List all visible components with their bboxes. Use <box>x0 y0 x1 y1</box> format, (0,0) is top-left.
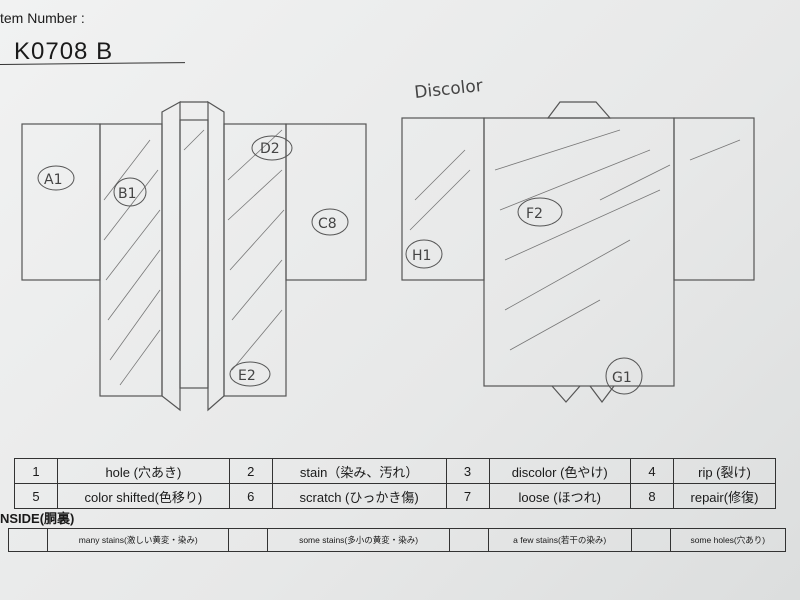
circle-f2 <box>517 197 563 227</box>
legend-number: 2 <box>228 458 273 484</box>
legend-number: 4 <box>629 458 674 484</box>
circle-d2 <box>251 135 293 161</box>
item-number-label: tem Number : <box>0 10 85 26</box>
inside-item: some stains(多小の黄変・染み) <box>267 528 450 552</box>
back-hem-left <box>551 385 581 403</box>
inside-checkbox-cell[interactable] <box>630 528 671 552</box>
legend-label: repair(修復) <box>672 483 777 509</box>
label-b1: B1 <box>118 186 137 202</box>
circle-e2 <box>229 361 271 387</box>
legend-number: 8 <box>629 483 674 509</box>
back-collar <box>546 101 612 119</box>
inside-checkbox-cell[interactable] <box>448 528 489 552</box>
label-a1: A1 <box>44 172 62 188</box>
front-hatching <box>103 129 285 386</box>
defect-legend-table: 1 hole (穴あき) 2 stain（染み、汚れ） 3 discolor (… <box>14 458 777 509</box>
legend-row: 1 hole (穴あき) 2 stain（染み、汚れ） 3 discolor (… <box>14 458 777 484</box>
circle-a1 <box>37 165 75 191</box>
inside-checkbox-cell[interactable] <box>8 528 48 552</box>
inside-item: many stains(激しい黄変・染み) <box>46 528 230 552</box>
label-g1: G1 <box>612 370 632 386</box>
label-circles <box>37 135 643 395</box>
circle-h1 <box>405 239 443 269</box>
label-c8: C8 <box>318 216 337 232</box>
back-body <box>483 117 675 387</box>
inside-condition-table: many stains(激しい黄変・染み) some stains(多小の黄変・… <box>8 528 787 552</box>
legend-label: stain（染み、汚れ） <box>271 458 447 484</box>
circle-g1 <box>605 357 643 395</box>
legend-number: 1 <box>14 458 58 484</box>
discolor-note: Discolor <box>413 76 483 103</box>
circle-b1 <box>113 177 147 207</box>
front-collar-right <box>207 100 225 412</box>
label-d2: D2 <box>260 141 280 157</box>
back-view <box>401 101 755 403</box>
hand-labels: A1 B1 D2 C8 E2 H1 F2 G1 Discolor <box>44 76 632 386</box>
legend-label: color shifted(色移り) <box>57 483 230 509</box>
inside-section-label: NSIDE(胴裏) <box>0 511 75 526</box>
legend-row: 5 color shifted(色移り) 6 scratch (ひっかき傷) 7… <box>14 483 777 509</box>
legend-label: hole (穴あき) <box>57 458 230 484</box>
inside-item: some holes(穴あり) <box>669 528 787 552</box>
garment-diagram: A1 B1 D2 C8 E2 H1 F2 G1 Discolor <box>21 76 755 412</box>
back-right-sleeve <box>673 117 755 281</box>
back-hatching <box>409 129 741 351</box>
label-h1: H1 <box>412 248 431 264</box>
inside-row: many stains(激しい黄変・染み) some stains(多小の黄変・… <box>8 528 787 552</box>
front-right-body <box>223 123 287 397</box>
label-e2: E2 <box>238 368 256 384</box>
legend-number: 7 <box>445 483 490 509</box>
legend-label: loose (ほつれ) <box>488 483 631 509</box>
front-collar-left <box>161 100 181 412</box>
front-right-sleeve <box>285 123 367 281</box>
label-f2: F2 <box>526 206 543 222</box>
legend-label: discolor (色やけ) <box>488 458 631 484</box>
front-view <box>21 100 367 412</box>
inside-checkbox-cell[interactable] <box>228 528 269 552</box>
inside-item: a few stains(若干の染み) <box>487 528 632 552</box>
legend-label: scratch (ひっかき傷) <box>271 483 447 509</box>
front-center-panel <box>179 119 209 389</box>
back-hem-right <box>589 385 615 403</box>
circle-c8 <box>311 208 349 236</box>
legend-number: 3 <box>445 458 490 484</box>
item-number-value: K0708 B <box>14 38 114 65</box>
legend-number: 6 <box>228 483 273 509</box>
legend-number: 5 <box>14 483 58 509</box>
front-left-sleeve <box>21 123 101 281</box>
legend-label: rip (裂け) <box>672 458 777 484</box>
